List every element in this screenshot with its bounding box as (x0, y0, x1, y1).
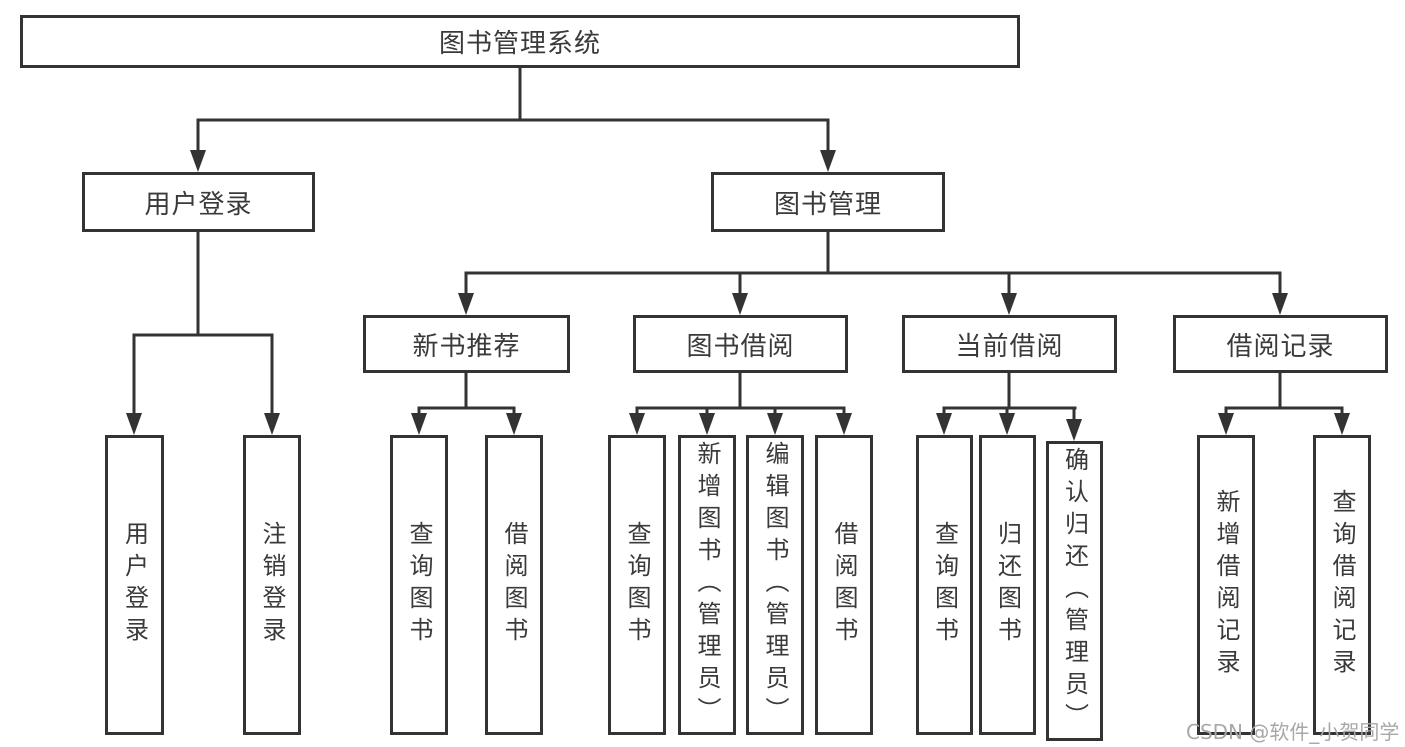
node-leaf-borrow-books-1: 借阅图书 (485, 435, 543, 735)
arrowhead (126, 413, 142, 435)
node-leaf-query-borrow-record: 查询借阅记录 (1313, 435, 1371, 735)
node-leaf-edit-books: 编辑图书（管理员） (746, 435, 804, 735)
watermark-text: CSDN @软件_小贺同学 (1186, 720, 1400, 744)
node-leaf-query-books-3-label: 查询图书 (930, 521, 959, 649)
node-leaf-add-borrow-record: 新增借阅记录 (1197, 435, 1255, 735)
node-book-borrow-label: 图书借阅 (686, 331, 795, 362)
node-leaf-add-books: 新增图书（管理员） (678, 435, 736, 735)
node-leaf-confirm-return: 确认归还（管理员） (1046, 441, 1103, 741)
node-leaf-return-books-label: 归还图书 (993, 521, 1022, 649)
node-leaf-query-books-1-label: 查询图书 (405, 521, 433, 649)
arrowhead (767, 413, 783, 435)
connector-book-mgmt-to-level3 (458, 232, 1288, 315)
arrowhead (458, 293, 474, 315)
connector-root-to-level2 (190, 68, 836, 172)
node-new-book-rec: 新书推荐 (363, 315, 570, 373)
node-leaf-borrow-books-2-label: 借阅图书 (830, 521, 858, 649)
node-leaf-logout: 注销登录 (243, 435, 301, 735)
node-leaf-add-books-label: 新增图书（管理员） (693, 441, 721, 729)
node-user-login-label: 用户登录 (144, 189, 253, 220)
node-leaf-add-borrow-record-label: 新增借阅记录 (1212, 489, 1240, 681)
node-borrow-records: 借阅记录 (1173, 315, 1388, 373)
node-book-mgmt-label: 图书管理 (773, 189, 882, 220)
arrowhead (1218, 413, 1234, 435)
node-leaf-edit-books-label: 编辑图书（管理员） (761, 441, 789, 729)
node-borrow-records-label: 借阅记录 (1226, 331, 1335, 362)
node-leaf-query-books-1: 查询图书 (390, 435, 448, 735)
node-root-label: 图书管理系统 (438, 29, 601, 59)
arrowhead (1272, 293, 1288, 315)
arrowhead (1001, 293, 1017, 315)
connector-borrow-records-to-children (1218, 373, 1350, 435)
node-current-borrow-label: 当前借阅 (955, 331, 1064, 362)
node-leaf-borrow-books-1-label: 借阅图书 (500, 521, 528, 649)
connector-book-borrow-to-children (629, 373, 852, 435)
arrowhead (190, 150, 206, 172)
node-leaf-query-books-2-label: 查询图书 (623, 521, 651, 649)
arrowhead (820, 150, 836, 172)
connector-current-borrow-to-children (936, 373, 1082, 441)
node-root: 图书管理系统 (20, 15, 1020, 68)
arrowhead (1066, 419, 1082, 441)
node-leaf-logout-label: 注销登录 (258, 521, 286, 649)
arrowhead (506, 413, 522, 435)
connector-new-book-rec-to-children (411, 373, 522, 435)
arrowhead (629, 413, 645, 435)
arrowhead (999, 413, 1015, 435)
node-new-book-rec-label: 新书推荐 (412, 331, 521, 362)
node-user-login: 用户登录 (82, 172, 315, 232)
arrowhead (264, 413, 280, 435)
node-leaf-query-borrow-record-label: 查询借阅记录 (1328, 489, 1356, 681)
arrowhead (732, 293, 748, 315)
arrowhead (936, 413, 952, 435)
node-leaf-user-login: 用户登录 (105, 435, 164, 735)
node-leaf-return-books: 归还图书 (979, 435, 1036, 735)
node-book-mgmt: 图书管理 (711, 172, 945, 232)
node-current-borrow: 当前借阅 (902, 315, 1117, 373)
node-leaf-query-books-2: 查询图书 (608, 435, 666, 735)
node-leaf-borrow-books-2: 借阅图书 (815, 435, 873, 735)
node-leaf-confirm-return-label: 确认归还（管理员） (1060, 447, 1089, 735)
node-leaf-query-books-3: 查询图书 (916, 435, 973, 735)
arrowhead (411, 413, 427, 435)
connector-user-login-to-children (126, 232, 280, 435)
node-leaf-user-login-label: 用户登录 (120, 521, 149, 649)
arrowhead (836, 413, 852, 435)
arrowhead (1334, 413, 1350, 435)
arrowhead (699, 413, 715, 435)
node-book-borrow: 图书借阅 (633, 315, 848, 373)
